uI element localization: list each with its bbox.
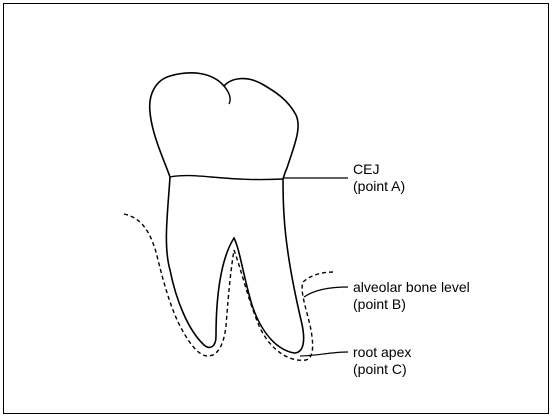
apex-label: root apex (point C)	[353, 344, 411, 378]
cej-label-point: (point A)	[353, 178, 405, 195]
apex-label-title: root apex	[353, 344, 411, 361]
apex-leader-line	[300, 352, 348, 356]
apex-label-point: (point C)	[353, 361, 411, 378]
bone-leader-line	[304, 287, 348, 297]
cej-label: CEJ (point A)	[353, 161, 405, 195]
cej-line	[170, 176, 283, 180]
bone-label: alveolar bone level (point B)	[353, 279, 470, 313]
alveolar-bone-right	[234, 250, 334, 360]
cej-label-title: CEJ	[353, 161, 405, 178]
bone-label-title: alveolar bone level	[353, 279, 470, 296]
bone-label-point: (point B)	[353, 296, 470, 313]
alveolar-bone-left	[124, 214, 234, 356]
tooth-crown-outline	[150, 73, 298, 179]
occlusal-fissure	[224, 86, 230, 104]
tooth-root-outline	[166, 177, 303, 353]
